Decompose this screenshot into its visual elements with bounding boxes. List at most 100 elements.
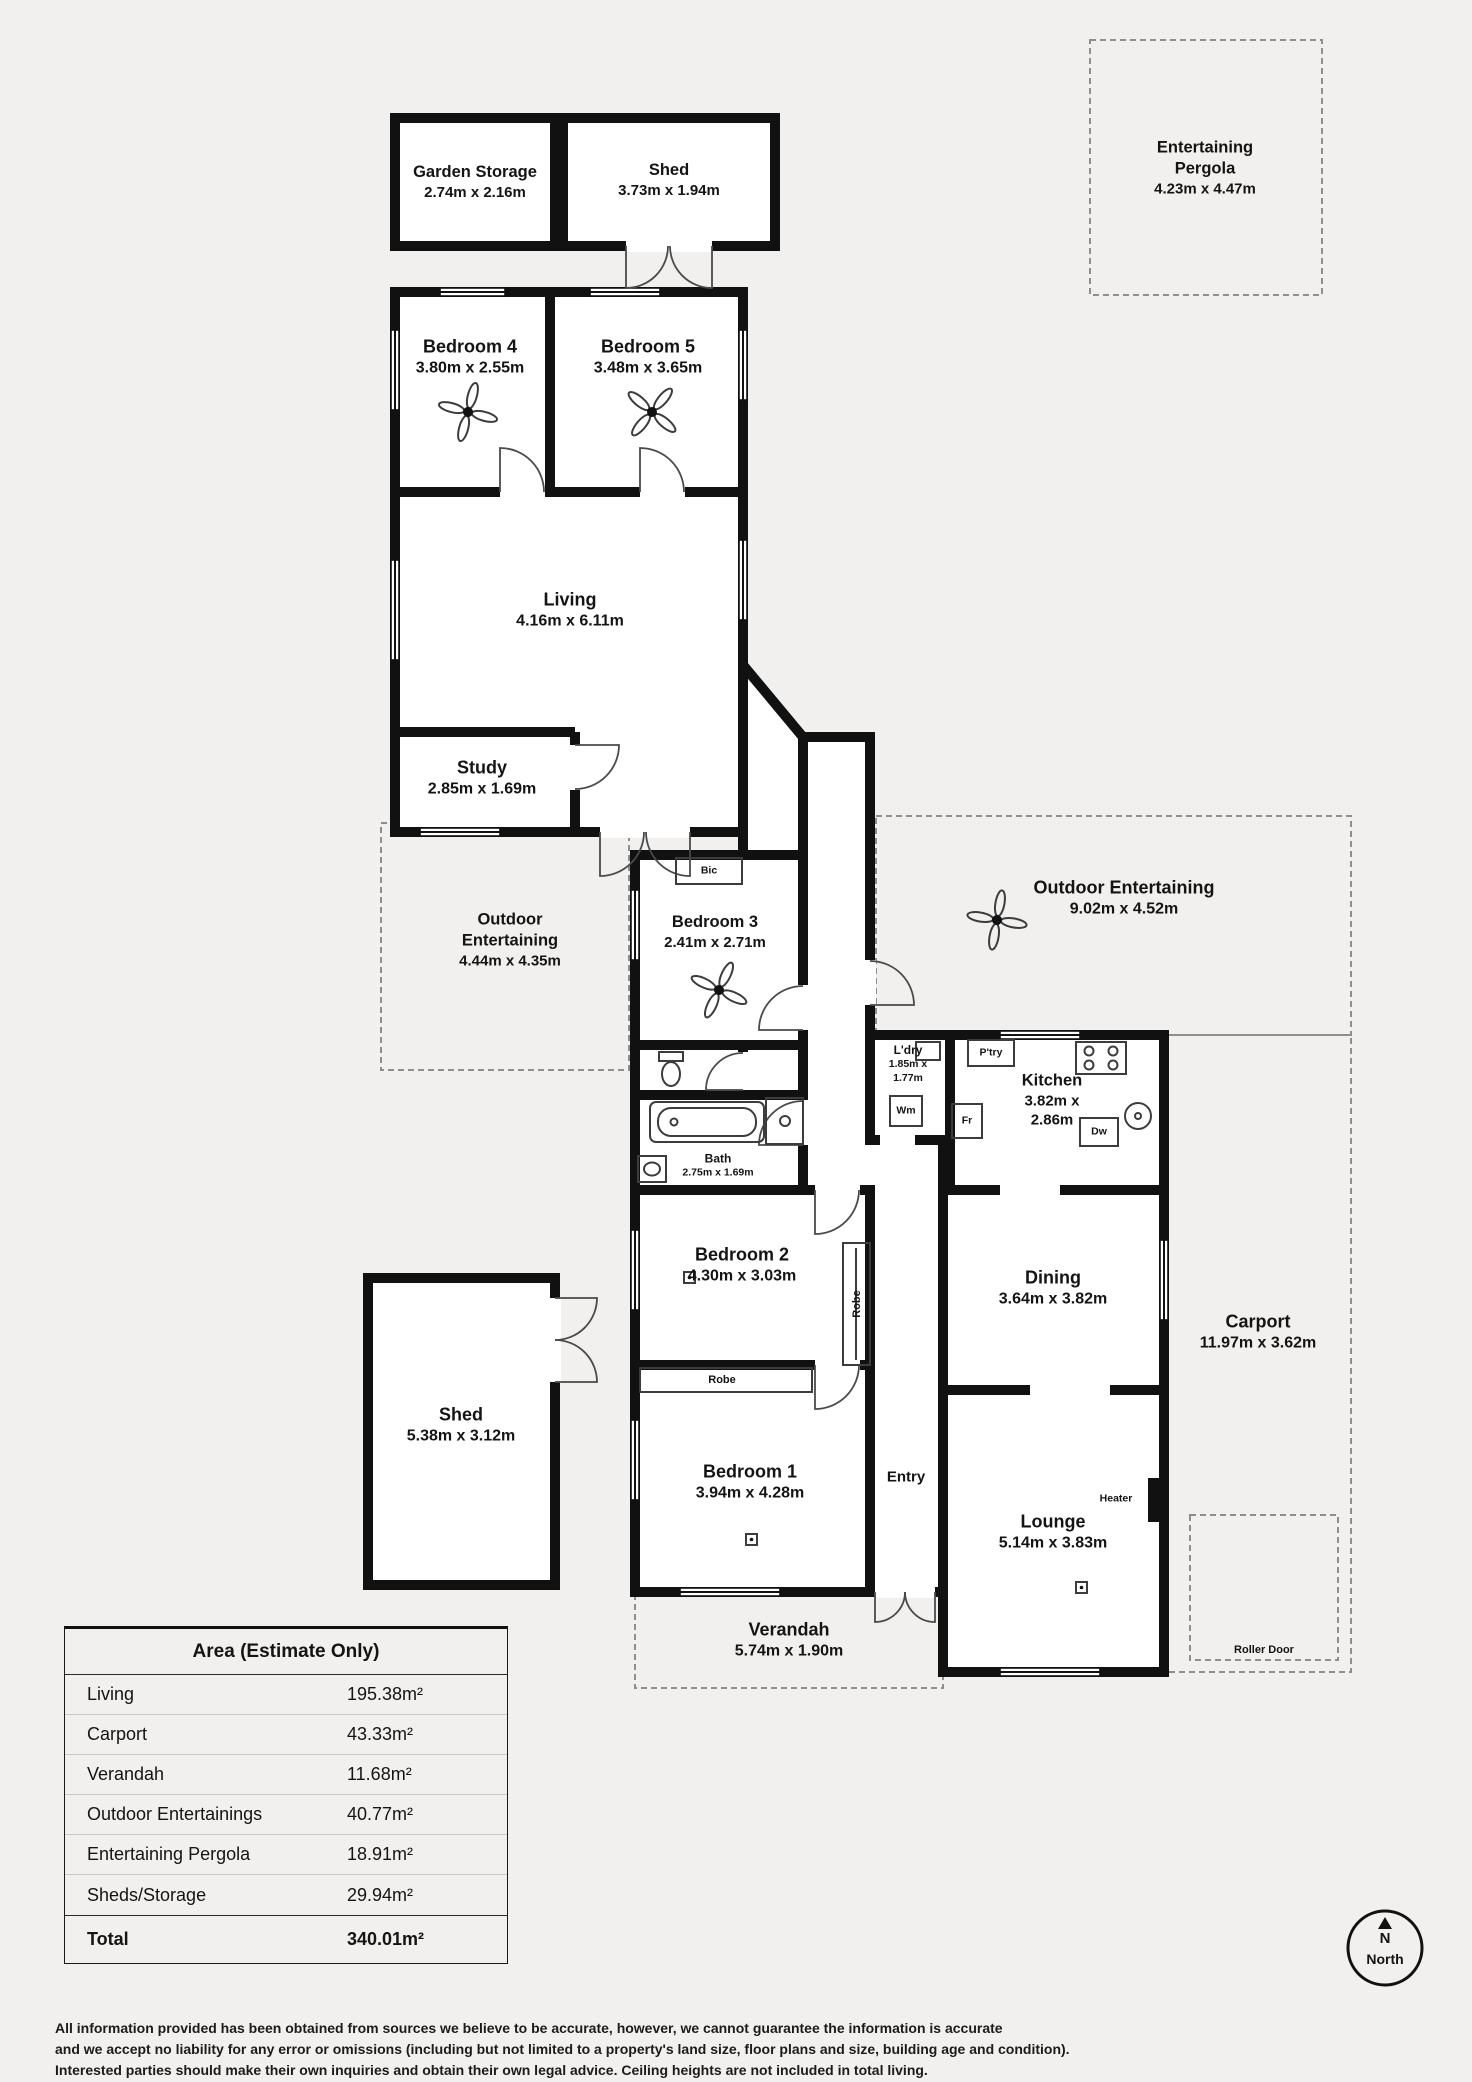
area-total-value: 340.01m² [347, 1929, 425, 1949]
compass-north-label: North [1366, 1951, 1404, 1967]
bedroom1-label: Bedroom 1 3.94m x 4.28m [696, 1460, 805, 1504]
shed-left-dims: 5.38m x 3.12m [406, 1427, 516, 1445]
area-table-row: Sheds/Storage 29.94m² [65, 1875, 507, 1915]
area-row-value: 29.94m² [347, 1884, 414, 1905]
lounge-label: Lounge 5.14m x 3.83m [999, 1510, 1108, 1554]
disclaimer: All information provided has been obtain… [55, 2018, 1085, 2081]
bedroom2-name: Bedroom 2 [694, 1244, 790, 1265]
wm-label: Wm [896, 1104, 916, 1117]
hall-diagonal [738, 651, 808, 865]
outdoor-right-name: Outdoor Entertaining [1033, 877, 1215, 898]
living-label: Living 4.16m x 6.11m [516, 588, 624, 632]
area-row-value: 18.91m² [347, 1844, 414, 1864]
roller-door-outline [1189, 1514, 1339, 1661]
outdoor-right-outline [875, 815, 1352, 1036]
stove-icon [1075, 1041, 1127, 1075]
area-table-row: Carport 43.33m² [65, 1715, 507, 1755]
shed-left-label: Shed 5.38m x 3.12m [407, 1403, 516, 1447]
vanity-icon [637, 1155, 667, 1183]
bedroom4-label: Bedroom 4 3.80m x 2.55m [416, 335, 525, 379]
area-table-row: Living 195.38m² [65, 1675, 507, 1715]
bedroom2-dims: 4.30m x 3.03m [687, 1267, 797, 1285]
outdoor-left-name: Outdoor Entertaining [461, 910, 559, 950]
compass: N North [1345, 1908, 1425, 1988]
area-table-header: Area (Estimate Only) [65, 1629, 507, 1675]
area-table-row: Entertaining Pergola 18.91m² [65, 1835, 507, 1875]
bedroom5-name: Bedroom 5 [600, 336, 696, 357]
ceiling-fan-icon [961, 884, 1033, 956]
bedroom5-dims: 3.48m x 3.65m [593, 359, 703, 377]
kitchen-label: Kitchen 3.82m x 2.86m [1012, 1070, 1092, 1129]
heater-icon [1148, 1478, 1160, 1522]
fridge-label: Fr [961, 1114, 973, 1127]
study-name: Study [456, 757, 507, 778]
shed-top-room [558, 113, 780, 251]
door-swings [499, 245, 936, 1623]
robe-vertical-icon [842, 1242, 871, 1366]
house-rooms [363, 113, 1169, 1677]
lounge-name: Lounge [1020, 1511, 1086, 1532]
smoke-detector-icon [745, 1533, 758, 1546]
fixtures [430, 368, 1160, 1594]
garden-storage-room [390, 113, 560, 251]
fridge-icon [951, 1103, 983, 1139]
bath-label: Bath 2.75m x 1.69m [682, 1152, 753, 1181]
pergola-dims: 4.23m x 4.47m [1154, 180, 1256, 198]
dishwasher-icon [1079, 1117, 1119, 1147]
garden-storage-label: Garden Storage 2.74m x 2.16m [413, 162, 537, 202]
bedroom3-room [630, 850, 808, 1050]
robe-horizontal-icon [639, 1367, 813, 1393]
laundry-tub-icon [915, 1041, 941, 1061]
pergola-name: Entertaining Pergola [1156, 138, 1254, 178]
laundry-dims: 1.85m x 1.77m [888, 1058, 928, 1084]
smoke-detector-icon [1075, 1581, 1088, 1594]
entry-hall [865, 1135, 948, 1597]
bic-cupboard-icon [675, 857, 743, 885]
carport-name: Carport [1225, 1311, 1291, 1332]
dishwasher-label: Dw [1091, 1125, 1107, 1138]
area-row-value: 11.68m² [347, 1764, 412, 1784]
pantry-icon [967, 1039, 1015, 1067]
kitchen-name: Kitchen [1021, 1071, 1083, 1090]
washing-machine-icon [889, 1095, 923, 1127]
garden-storage-dims: 2.74m x 2.16m [424, 183, 526, 201]
area-row-label: Carport [87, 1724, 148, 1744]
entry-label: Entry [886, 1468, 926, 1486]
hallway [798, 732, 875, 1195]
area-row-label: Sheds/Storage [87, 1884, 207, 1905]
robe-horizontal-label: Robe [708, 1373, 736, 1386]
lounge-room [938, 1385, 1169, 1677]
laundry-label: L'dry 1.85m x 1.77m [877, 1043, 939, 1085]
disclaimer-line: Interested parties should make their own… [55, 2062, 928, 2078]
shed-top-dims: 3.73m x 1.94m [618, 181, 720, 199]
area-row-value: 195.38m² [347, 1684, 424, 1704]
bedroom4-dims: 3.80m x 2.55m [415, 359, 525, 377]
study-dims: 2.85m x 1.69m [427, 780, 537, 798]
area-row-label: Outdoor Entertainings [87, 1804, 263, 1824]
verandah-name: Verandah [748, 1619, 830, 1640]
shed-left-room [363, 1273, 560, 1590]
bedroom2-label: Bedroom 2 4.30m x 3.03m [688, 1243, 797, 1287]
area-total-label: Total [87, 1929, 129, 1949]
area-row-label: Living [87, 1684, 135, 1704]
verandah-label: Verandah 5.74m x 1.90m [735, 1618, 844, 1662]
bedroom3-dims: 2.41m x 2.71m [664, 933, 766, 951]
bic-label: Bic [700, 864, 718, 877]
bedroom1-name: Bedroom 1 [702, 1461, 798, 1482]
wc-room [630, 1040, 748, 1100]
heater-label: Heater [1099, 1492, 1133, 1505]
bath-dims: 2.75m x 1.69m [682, 1166, 754, 1179]
outdoor-left-dims: 4.44m x 4.35m [459, 952, 561, 970]
outdoor-right-dims: 9.02m x 4.52m [1069, 900, 1179, 918]
bedroom5-label: Bedroom 5 3.48m x 3.65m [594, 335, 703, 379]
living-dims: 4.16m x 6.11m [516, 612, 624, 630]
carport-outline [1163, 1034, 1352, 1673]
bedroom1-dims: 3.94m x 4.28m [695, 1484, 805, 1502]
area-table-row: Verandah 11.68m² [65, 1755, 507, 1795]
outdoor-left-label: Outdoor Entertaining 4.44m x 4.35m [450, 909, 570, 970]
lounge-dims: 5.14m x 3.83m [998, 1534, 1108, 1552]
shed-top-name: Shed [648, 160, 690, 179]
bedroom3-name: Bedroom 3 [671, 912, 759, 931]
compass-n-letter: N [1379, 1930, 1391, 1947]
shed-top-label: Shed 3.73m x 1.94m [618, 160, 720, 200]
